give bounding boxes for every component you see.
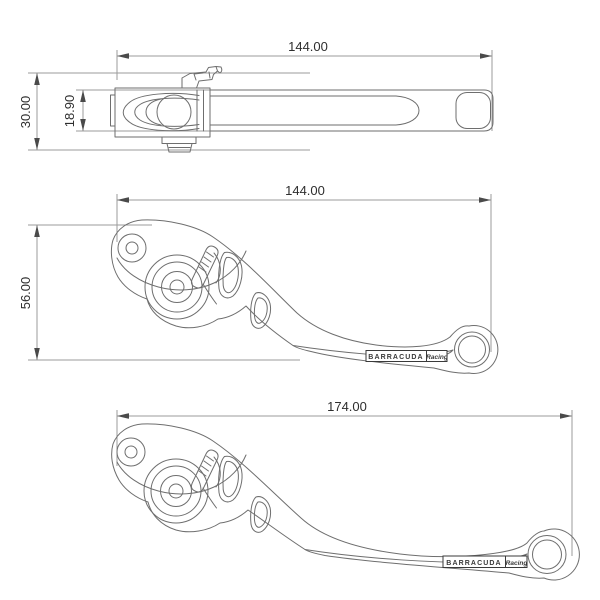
clevis bbox=[114, 87, 211, 138]
blade-cutout bbox=[250, 496, 272, 533]
blade-cutout bbox=[250, 292, 272, 329]
side-view-short: 144.00 56.00 bbox=[18, 183, 499, 374]
top-view-lever-outline bbox=[110, 66, 494, 153]
brand-sub: Racing bbox=[506, 560, 528, 567]
top-view: 144.00 30.00 18.90 bbox=[18, 39, 494, 153]
top-inner-label: 18.90 bbox=[62, 95, 77, 128]
middle-height-dimension: 56.00 bbox=[18, 224, 300, 361]
brand-name: BARRACUDA bbox=[446, 560, 501, 567]
top-overall-label: 30.00 bbox=[18, 96, 33, 129]
brand-logo: BARRACUDA Racing bbox=[365, 350, 448, 362]
bottom-lever-outline: BARRACUDA Racing bbox=[111, 423, 580, 581]
middle-length-dimension: 144.00 bbox=[116, 183, 492, 352]
middle-height-label: 56.00 bbox=[18, 277, 33, 310]
middle-lever-outline: BARRACUDA Racing bbox=[110, 219, 499, 374]
pivot-nut bbox=[161, 136, 197, 153]
bottom-length-dimension: 174.00 bbox=[116, 399, 573, 556]
bottom-length-label: 174.00 bbox=[327, 399, 367, 414]
blade-cutout bbox=[218, 251, 243, 299]
adjuster-pin bbox=[190, 449, 219, 493]
side-view-long: 174.00 BARRACUDA R bbox=[111, 399, 580, 581]
extension-lines bbox=[116, 194, 492, 352]
adjuster-pin bbox=[190, 245, 219, 289]
extension-lines bbox=[116, 410, 573, 556]
adjuster-dial bbox=[143, 458, 209, 524]
span-adjuster-tab bbox=[181, 66, 218, 89]
top-length-dimension: 144.00 bbox=[116, 39, 493, 131]
ball-end bbox=[454, 331, 490, 368]
brand-logo: BARRACUDA Racing bbox=[442, 555, 528, 568]
pivot-pin bbox=[156, 94, 192, 130]
adjuster-dial bbox=[144, 254, 210, 320]
blade-cutout bbox=[218, 455, 243, 503]
ball-end bbox=[527, 535, 567, 574]
tip-insert bbox=[455, 92, 491, 129]
brand-name: BARRACUDA bbox=[368, 354, 423, 361]
top-inner-dimension: 18.90 bbox=[62, 89, 210, 132]
pivot-hole bbox=[116, 437, 146, 467]
middle-length-label: 144.00 bbox=[285, 183, 325, 198]
extension-lines bbox=[76, 89, 210, 132]
top-length-label: 144.00 bbox=[288, 39, 328, 54]
brand-sub: Racing bbox=[426, 354, 448, 361]
pivot-hole bbox=[117, 233, 147, 263]
extension-lines bbox=[28, 224, 300, 361]
